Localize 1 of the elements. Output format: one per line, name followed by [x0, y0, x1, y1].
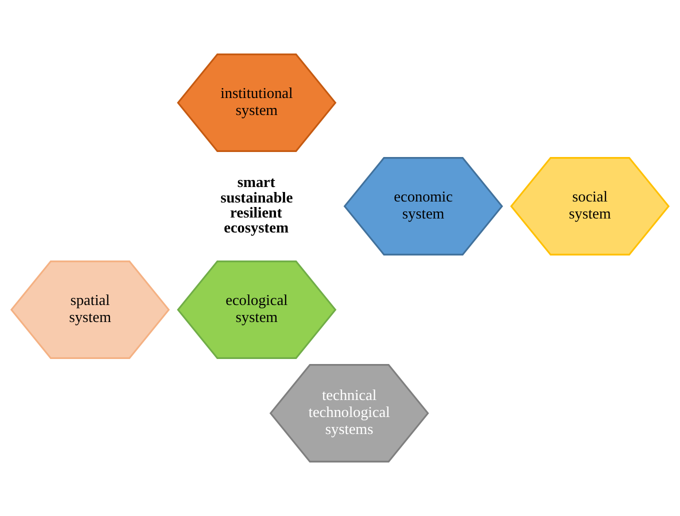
- label: smart sustainable resilient ecosystem: [220, 175, 293, 237]
